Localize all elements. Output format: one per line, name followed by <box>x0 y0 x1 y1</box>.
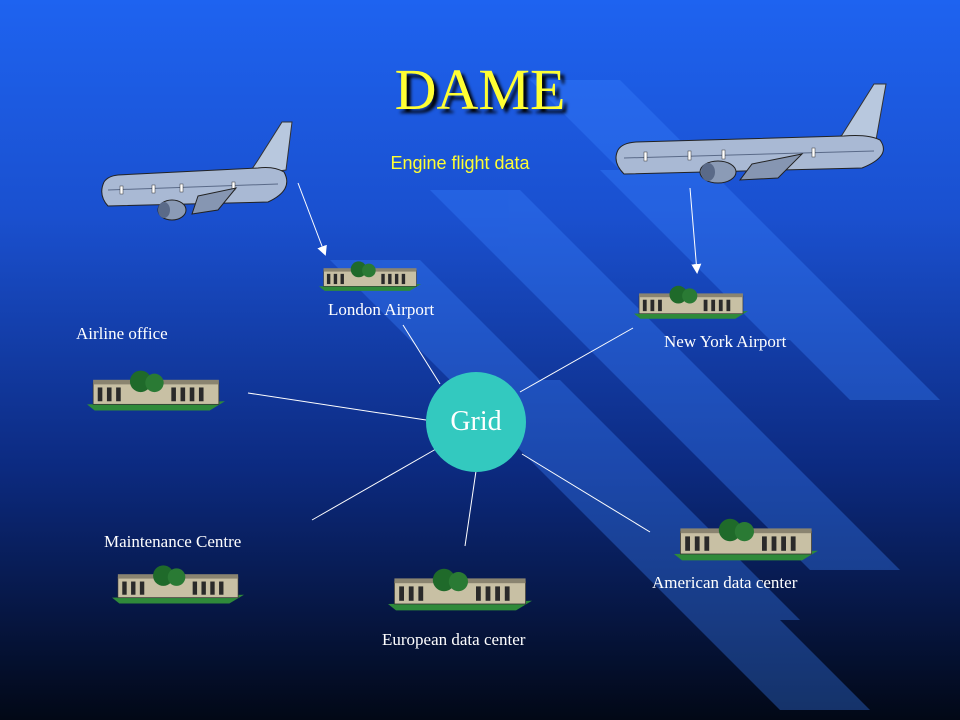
link-newyork <box>519 327 634 393</box>
building-icon <box>319 261 421 291</box>
arrow-plane-to-london <box>297 182 327 256</box>
link-airline-office <box>247 392 427 421</box>
label-european-data-center: European data center <box>382 630 526 649</box>
label-american-data-center: American data center <box>652 573 798 592</box>
label-maintenance-centre: Maintenance Centre <box>104 532 242 551</box>
building-icon <box>388 568 532 611</box>
slide-title: DAME <box>394 57 566 122</box>
aircraft-icon <box>615 83 887 184</box>
arrow-plane-to-newyork <box>689 187 702 274</box>
link-european <box>464 470 477 547</box>
building-icon <box>674 518 818 561</box>
label-new-york-airport: New York Airport <box>664 332 787 351</box>
link-maintenance <box>311 448 437 521</box>
aircraft-icon <box>101 121 293 221</box>
label-london-airport: London Airport <box>328 300 435 319</box>
grid-node: Grid <box>426 372 526 472</box>
link-american <box>521 453 651 533</box>
grid-label: Grid <box>450 406 502 437</box>
building-icon <box>87 370 225 411</box>
link-london <box>402 324 441 385</box>
building-icon <box>634 285 748 319</box>
label-airline-office: Airline office <box>76 324 168 343</box>
building-icon <box>112 565 244 604</box>
engine-flight-data-label: Engine flight data <box>390 153 530 173</box>
